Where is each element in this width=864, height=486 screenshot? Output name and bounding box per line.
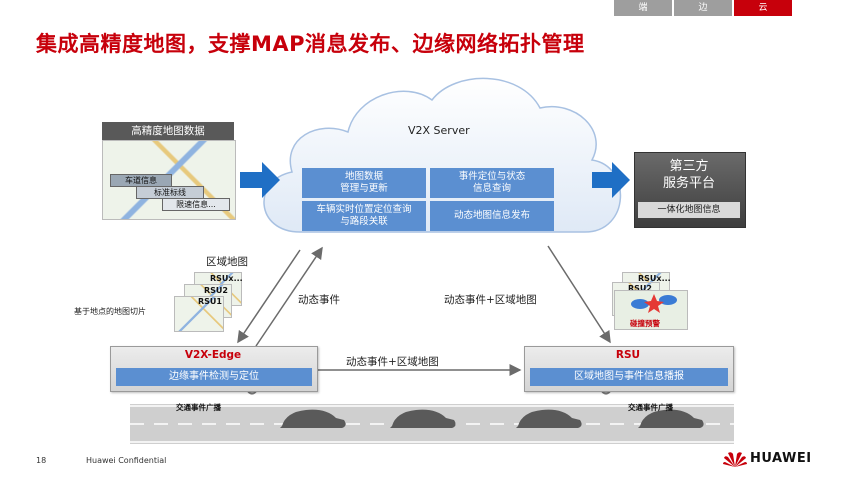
rsu-alert-label: 碰撞预警 (630, 319, 660, 328)
cloud-cell-event-query: 事件定位与状态 信息查询 (430, 168, 554, 198)
tile-card-rsu1 (174, 296, 224, 332)
tab-device[interactable]: 端 (614, 0, 672, 16)
arrow-label-rsu: 动态事件+区域地图 (444, 294, 537, 306)
cloud-cell-dynamic-map: 动态地图信息发布 (430, 201, 554, 231)
tile-card-rsu2-label: RSU2 (204, 286, 228, 295)
tile-card-rsux-label: RSUx... (210, 274, 243, 283)
arrow-label-edge-up: 动态事件 (298, 294, 340, 306)
cloud-cell-vehicle-position: 车辆实时位置定位查询 与路段关联 (302, 201, 426, 231)
edge-broadcast-label: 交通事件广播 (176, 403, 221, 412)
arrow-map-to-cloud (240, 162, 280, 198)
cloud-cell-map-management: 地图数据 管理与更新 (302, 168, 426, 198)
cloud-title: V2X Server (408, 124, 470, 137)
tab-edge[interactable]: 边 (674, 0, 732, 16)
rsu-bar: 区域地图与事件信息播报 (530, 368, 728, 386)
rsu-tile-card-rsu2-label: RSU2 (628, 284, 652, 293)
arrow-cloud-to-edge (237, 249, 301, 344)
arrow-cloud-to-thirdparty (592, 162, 630, 198)
third-party-title: 第三方 服务平台 (662, 159, 715, 191)
hd-map-header: 高精度地图数据 (102, 122, 234, 140)
tab-cloud[interactable]: 云 (734, 0, 792, 16)
huawei-brand: HUAWEI (750, 451, 812, 466)
huawei-logo-icon (723, 452, 747, 467)
tile-card-rsu1-label: RSU1 (198, 297, 222, 306)
arrow-edge-to-cloud (255, 246, 323, 347)
tiles-label: 区域地图 (206, 256, 248, 268)
confidential-label: Huawei Confidential (86, 456, 167, 465)
top-tabs: 端 边 云 (614, 0, 792, 16)
rsu-broadcast-label: 交通事件广播 (628, 403, 673, 412)
arrow-label-middle: 动态事件+区域地图 (346, 356, 439, 368)
hd-map-layer-lane: 车道信息 (110, 174, 172, 187)
edge-title: V2X-Edge (184, 349, 242, 361)
edge-bar: 边缘事件检测与定位 (116, 368, 312, 386)
rsu-title: RSU (615, 349, 641, 361)
collision-icon (631, 294, 677, 313)
arrow-cloud-to-rsu (547, 245, 611, 344)
car-icon (280, 409, 704, 428)
rsu-tile-card-rsux-label: RSUx... (638, 274, 671, 283)
page-number: 18 (36, 456, 47, 465)
third-party-sub: 一体化地图信息 (638, 202, 740, 218)
hd-map-layer-speed: 限速信息... (162, 198, 230, 211)
page-title: 集成高精度地图，支撑MAP消息发布、边缘网络拓扑管理 (36, 32, 585, 56)
tiles-caption: 基于地点的地图切片 (74, 307, 146, 316)
